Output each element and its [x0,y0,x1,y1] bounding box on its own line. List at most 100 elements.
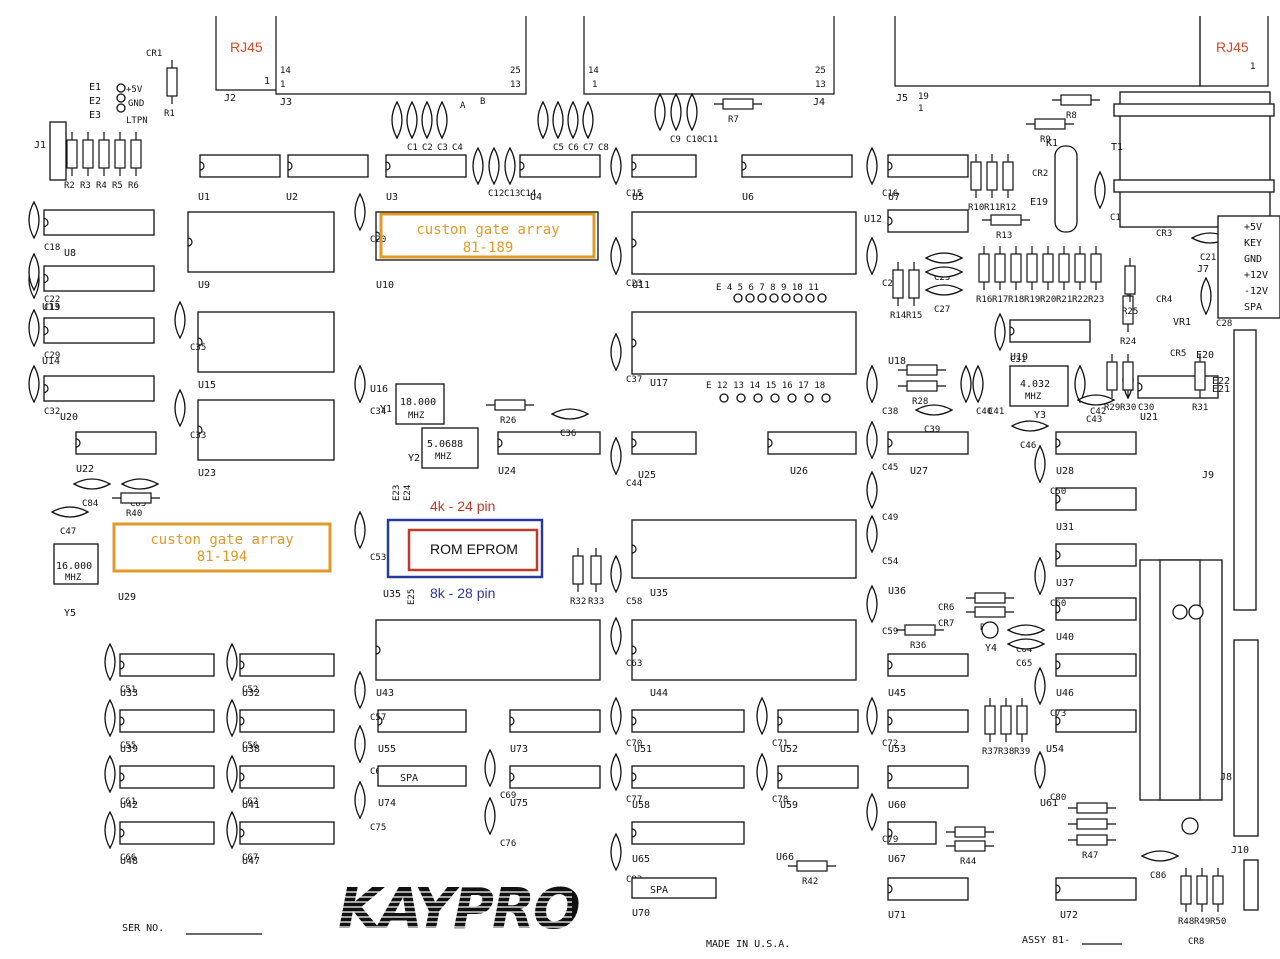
resistor-r35 [974,606,1006,618]
chip-label-u42: U42 [120,800,138,811]
chip-label-u61: U61 [1040,798,1058,809]
capacitor-label-c71: C71 [772,739,788,749]
svg-text:A: A [460,101,466,111]
capacitor-label-c43: C43 [1086,415,1102,425]
chip-label-u16: U16 [370,384,388,395]
chip-label-u43: U43 [376,688,394,699]
resistor-r6 [130,139,142,169]
svg-text:5.0688: 5.0688 [427,439,463,450]
capacitor-c65 [1006,638,1046,650]
capacitor-label-c37: C37 [626,375,642,385]
jumper-pin [821,393,831,403]
gate-array-81-194: custon gate array 81-194 [112,522,332,573]
capacitor-c2 [406,100,418,140]
chip-u32 [239,653,335,677]
chip-u22 [75,431,157,455]
svg-text:E22: E22 [1212,376,1230,387]
chip-label-u33: U33 [120,688,138,699]
spa-label-1: SPA [400,773,418,784]
svg-text:14: 14 [588,66,599,76]
capacitor-c52 [226,642,238,682]
capacitor-c15 [610,146,622,186]
chip-u11 [631,211,857,275]
chip-label-u66: U66 [776,852,794,863]
chip-u45 [887,653,969,677]
connector-j5: RJ45 1 J5 19 1 [894,16,1269,114]
capacitor-c66 [104,810,116,850]
capacitor-c80 [1034,750,1046,790]
capacitor-c77 [610,752,622,792]
capacitor-label-c86: C86 [1150,871,1166,881]
connector-j10: J10 [1231,639,1259,911]
capacitor-c18 [28,200,40,240]
jumper-pin [719,393,729,403]
chip-u53 [887,709,969,733]
chip-label-u54: U54 [1046,744,1064,755]
jumper-pin [787,393,797,403]
svg-text:GND: GND [128,99,144,109]
crystal-y4: Y4 [981,621,999,654]
resistor-r47 [1076,834,1108,846]
capacitor-label-c72: C72 [882,739,898,749]
resistor-r39 [1016,705,1028,735]
capacitor-c59 [866,584,878,624]
capacitor-label-c70: C70 [626,739,642,749]
resistor-r21 [1058,253,1070,283]
j3-label: J3 [280,97,292,108]
diode-label-cr5: CR5 [1170,349,1186,359]
svg-text:16.000: 16.000 [56,561,92,572]
chip-u39 [119,709,215,733]
resistor-r45 [1076,802,1108,814]
capacitor-label-c64: C64 [1016,645,1032,655]
chip-label-u46: U46 [1056,688,1074,699]
resistor-r37 [984,705,996,735]
capacitor-label-c1: C1 [407,143,418,153]
jumper-pin [753,393,763,403]
resistor-r11 [986,161,998,191]
jumper-pin [781,293,791,303]
chip-label-u72: U72 [1060,910,1078,921]
capacitor-c86 [1140,850,1180,862]
chip-label-u13: U13 [42,302,60,313]
svg-text:J9: J9 [1202,470,1214,481]
resistor-label-r10: R10 [968,203,984,213]
chip-label-u23: U23 [198,468,216,479]
jumper-block-e1-e3: E1 E2 E3 +5V GND LTPN [89,82,148,126]
svg-text:1: 1 [264,76,270,87]
power-pin-label: +5V [1244,222,1262,233]
capacitor-label-c22: C22 [44,295,60,305]
resistor-r2 [66,139,78,169]
capacitor-label-c32: C32 [44,407,60,417]
resistor-label-r1: R1 [164,109,175,119]
jumper-row-e12-e18: E 12 13 14 15 16 17 18 [706,381,831,403]
chip-label-u45: U45 [888,688,906,699]
resistor-label-r19: R19 [1024,295,1040,305]
capacitor-c49 [866,470,878,510]
capacitor-label-c7: C7 [583,143,594,153]
resistor-label-r29: R29 [1104,403,1120,413]
capacitor-label-c67: C67 [242,853,258,863]
svg-text:B: B [480,97,485,107]
chip-u28 [1055,431,1137,455]
chip-u35 [631,519,857,579]
capacitor-c29 [28,308,40,348]
capacitor-c58 [610,554,622,594]
capacitor-label-c13: C13 [504,189,520,199]
svg-text:18.000: 18.000 [400,397,436,408]
chip-label-u7: U7 [888,192,900,203]
resistor-r40 [120,492,152,504]
capacitor-c24 [866,236,878,276]
capacitor-c20 [354,192,366,232]
capacitor-c1 [391,100,403,140]
crystal-y5: 16.000 MHZ Y5 [53,543,99,619]
capacitor-label-c79: C79 [882,835,898,845]
resistor-r5 [114,139,126,169]
chip-label-u10: U10 [376,280,394,291]
resistor-label-r49: R49 [1194,917,1210,927]
transformer-t1: T1 [1111,91,1275,228]
chip-u27 [887,431,969,455]
capacitor-c37 [610,332,622,372]
chip-label-u18: U18 [888,356,906,367]
